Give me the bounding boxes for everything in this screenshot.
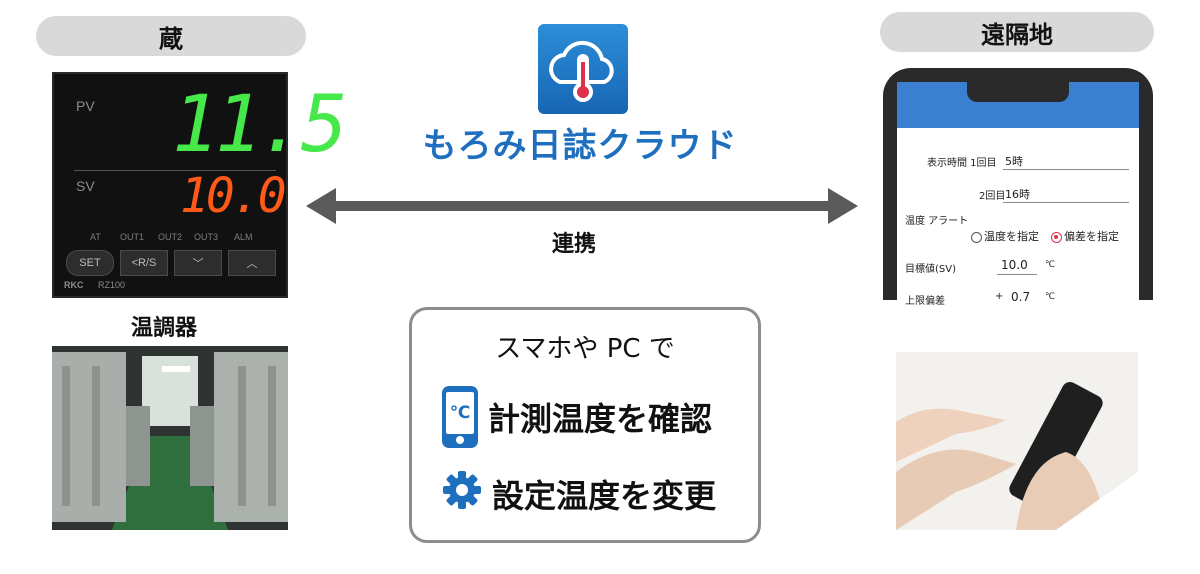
brewery-header: 蔵 bbox=[36, 16, 306, 56]
app-name: もろみ日誌クラウド bbox=[422, 126, 738, 166]
smartphone-mockup: 表示時間 1回目 5時 2回目 16時 温度 アラート 温度を指定 偏差を指定 … bbox=[883, 68, 1153, 307]
run-stop-button: <R/S bbox=[120, 250, 168, 276]
upper-sign: + bbox=[995, 291, 1004, 302]
second-time-label: 2回目 bbox=[979, 191, 1006, 202]
sv-label: SV bbox=[76, 178, 95, 194]
display-time-value-1[interactable]: 5時 bbox=[1005, 155, 1023, 168]
controller-model-label: RZ100 bbox=[98, 280, 126, 290]
led-label: AT bbox=[90, 232, 101, 242]
upper-deviation-label: 上限偏差 bbox=[905, 296, 945, 307]
hand-holding-phone-photo bbox=[896, 352, 1138, 530]
led-label: ALM bbox=[234, 232, 253, 242]
display-time-value-2[interactable]: 16時 bbox=[1005, 188, 1030, 201]
brewery-tank-photo bbox=[52, 346, 288, 530]
feature-item-change-setpoint: 設定温度を変更 bbox=[442, 470, 716, 518]
sv-display: 10.0 bbox=[180, 168, 287, 224]
celsius-symbol: ℃ bbox=[446, 392, 474, 434]
remote-header: 遠隔地 bbox=[880, 12, 1154, 52]
input-underline bbox=[997, 274, 1037, 275]
bidirectional-arrow bbox=[306, 188, 858, 224]
brewery-header-label: 蔵 bbox=[159, 24, 183, 53]
radio-on-icon bbox=[1051, 231, 1062, 243]
radio-label: 偏差を指定 bbox=[1064, 230, 1119, 243]
feature-item-label: 計測温度を確認 bbox=[488, 400, 713, 438]
temp-alert-label: 温度 アラート bbox=[905, 216, 969, 227]
led-label: OUT3 bbox=[194, 232, 219, 242]
input-underline bbox=[1003, 202, 1129, 203]
radio-deviation-specify[interactable]: 偏差を指定 bbox=[1051, 228, 1119, 244]
phone-screen: 表示時間 1回目 5時 2回目 16時 温度 アラート 温度を指定 偏差を指定 … bbox=[897, 82, 1139, 307]
controller-caption: 温調器 bbox=[131, 316, 198, 341]
temperature-controller: PV 11.5 SV 10.0 AT OUT1 OUT2 OUT3 ALM SE… bbox=[52, 72, 348, 298]
feature-item-check-temp: ℃ 計測温度を確認 bbox=[442, 386, 712, 448]
target-value-input[interactable]: 10.0 bbox=[1001, 258, 1028, 272]
gear-icon bbox=[442, 470, 482, 518]
display-time-label: 表示時間 1回目 bbox=[927, 158, 997, 169]
unit-label: ℃ bbox=[1045, 292, 1056, 302]
app-logo bbox=[538, 24, 628, 114]
input-underline bbox=[1003, 169, 1129, 170]
hand-phone-illustration bbox=[896, 352, 1138, 530]
pv-display: 11.5 bbox=[172, 80, 348, 170]
led-label: OUT2 bbox=[158, 232, 183, 242]
radio-temp-specify[interactable]: 温度を指定 bbox=[971, 228, 1039, 244]
feature-box: スマホや PC で ℃ 計測温度を確認 設定温度を変更 bbox=[409, 307, 761, 543]
link-label: 連携 bbox=[552, 232, 597, 257]
radio-label: 温度を指定 bbox=[984, 230, 1039, 243]
feature-item-label: 設定温度を変更 bbox=[492, 477, 717, 515]
cloud-thermometer-icon bbox=[549, 40, 614, 102]
pv-label: PV bbox=[76, 98, 95, 114]
led-label: OUT1 bbox=[120, 232, 145, 242]
smartphone-celsius-icon: ℃ bbox=[442, 386, 478, 448]
led-indicators: AT OUT1 OUT2 OUT3 ALM bbox=[54, 232, 286, 246]
up-button: ︿ bbox=[228, 250, 276, 276]
down-button: ﹀ bbox=[174, 250, 222, 276]
remote-header-label: 遠隔地 bbox=[981, 20, 1053, 49]
controller-model: RKC RZ100 bbox=[64, 280, 125, 290]
upper-value-input[interactable]: 0.7 bbox=[1011, 290, 1031, 304]
tank-room-illustration bbox=[52, 346, 288, 530]
radio-off-icon bbox=[971, 231, 982, 243]
display-divider bbox=[74, 170, 276, 171]
target-label: 目標値(SV) bbox=[905, 264, 956, 275]
feature-box-title: スマホや PC で bbox=[495, 334, 675, 364]
unit-label: ℃ bbox=[1045, 260, 1056, 270]
set-button: SET bbox=[66, 250, 114, 276]
controller-brand: RKC bbox=[64, 280, 84, 290]
phone-notch bbox=[967, 82, 1069, 102]
